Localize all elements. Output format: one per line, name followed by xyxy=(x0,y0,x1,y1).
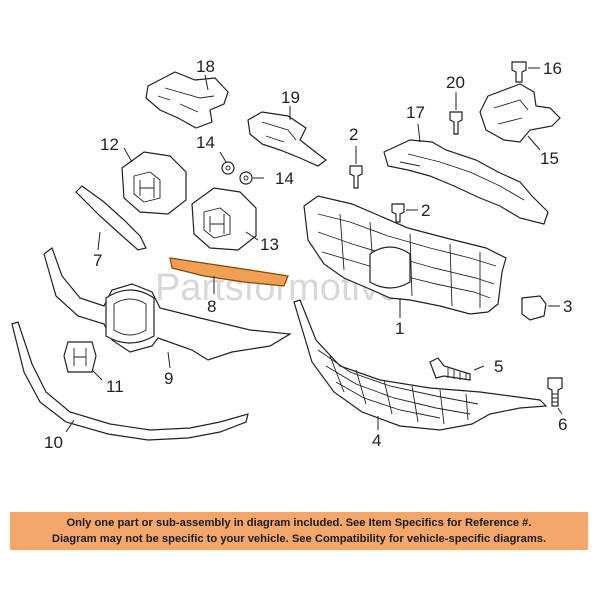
callout-16: 16 xyxy=(543,59,562,78)
part-16-clip xyxy=(511,61,527,83)
callout-20: 20 xyxy=(446,73,465,92)
leader-7 xyxy=(97,231,101,251)
part-19-bracket xyxy=(247,111,327,167)
callout-17: 17 xyxy=(406,103,425,122)
callout-2b: 2 xyxy=(421,201,430,220)
leader-17 xyxy=(417,123,421,143)
part-7-molding-strip xyxy=(75,185,147,251)
part-10-lower-molding xyxy=(11,321,249,441)
disclaimer-banner: Only one part or sub-assembly in diagram… xyxy=(10,512,588,550)
disclaimer-line-2: Diagram may not be specific to your vehi… xyxy=(51,533,547,545)
leader-10 xyxy=(65,419,75,433)
leader-12 xyxy=(123,147,133,163)
part-20-clip xyxy=(449,111,463,135)
callout-9: 9 xyxy=(164,369,173,388)
callout-8: 8 xyxy=(207,297,216,316)
part-2-bolt-right xyxy=(391,203,405,223)
part-8-highlighted-strip xyxy=(169,257,289,287)
callout-2a: 2 xyxy=(349,125,358,144)
part-13-emblem-housing xyxy=(191,187,257,251)
callout-12: 12 xyxy=(100,135,119,154)
part-5-screw xyxy=(429,357,471,381)
highlight-fill xyxy=(169,257,289,287)
callout-15: 15 xyxy=(540,149,559,168)
leader-13 xyxy=(245,231,259,241)
disclaimer-line-1: Only one part or sub-assembly in diagram… xyxy=(66,517,532,529)
part-15-bracket xyxy=(479,83,561,143)
callout-19: 19 xyxy=(281,88,300,107)
callout-11: 11 xyxy=(106,377,124,396)
callout-3: 3 xyxy=(563,297,572,316)
leader-6 xyxy=(557,407,563,415)
part-17-upper-bracket xyxy=(383,139,549,225)
part-14-washer-a xyxy=(221,161,235,175)
callout-13: 13 xyxy=(260,235,279,254)
callout-4: 4 xyxy=(372,431,381,450)
part-2-bolt-upper xyxy=(349,165,363,189)
part-14-washer-b xyxy=(239,171,253,185)
callout-1: 1 xyxy=(395,319,404,338)
part-3-clip xyxy=(521,295,547,321)
part-4-lower-grille xyxy=(293,299,548,431)
callout-10: 10 xyxy=(44,433,63,452)
callout-14b: 14 xyxy=(275,169,294,188)
callout-5: 5 xyxy=(494,357,503,376)
part-12-emblem-housing xyxy=(121,151,187,215)
leader-11 xyxy=(91,369,103,381)
leader-9 xyxy=(167,351,171,369)
callout-18: 18 xyxy=(196,57,215,76)
callout-6: 6 xyxy=(558,415,567,434)
leader-18 xyxy=(204,74,209,91)
part-1-main-grille xyxy=(303,195,507,315)
callout-14a: 14 xyxy=(196,133,215,152)
part-18-bracket xyxy=(145,71,229,129)
callout-7: 7 xyxy=(93,251,102,270)
leader-5 xyxy=(473,365,485,371)
leader-15 xyxy=(527,135,541,151)
part-11-emblem xyxy=(63,341,97,373)
part-6-screw xyxy=(547,377,563,407)
part-9-grille-frame xyxy=(43,247,292,361)
leader-14a xyxy=(219,151,227,163)
